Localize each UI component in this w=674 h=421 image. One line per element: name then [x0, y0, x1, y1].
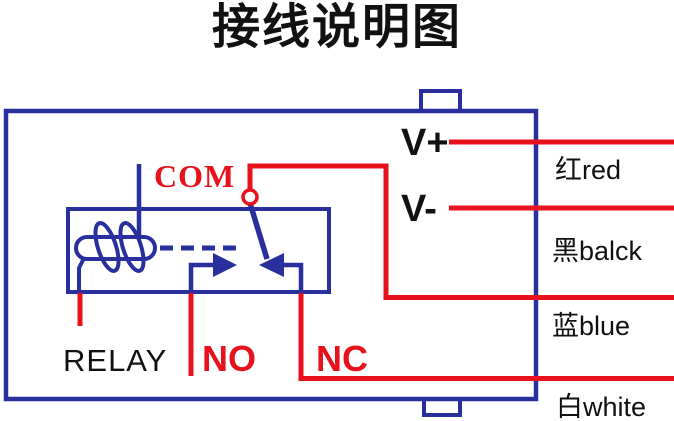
nc-label: NC [316, 338, 368, 379]
nc-contact-arrow-icon [259, 253, 304, 292]
nc-terminal-wire-white [298, 293, 674, 381]
page-title: 接线说明图 [211, 1, 462, 54]
wire-label-red: 红red [555, 155, 622, 185]
wire-label-black: 黑balck [552, 236, 643, 266]
relay-coil-icon [74, 221, 157, 292]
v-plus-label: V+ [401, 122, 449, 164]
wire-label-white: 白white [556, 392, 647, 421]
relay-box [66, 207, 331, 294]
v-minus-label: V- [401, 188, 437, 230]
no-contact-arrow-icon [188, 253, 237, 292]
com-label: COM [154, 158, 236, 194]
com-pivot-circle [241, 188, 259, 206]
no-label: NO [202, 338, 256, 379]
relay-label: RELAY [63, 343, 168, 378]
wire-label-blue: 蓝blue [552, 311, 631, 341]
com-terminal-wire-blue [247, 163, 674, 300]
switch-lever [247, 202, 270, 260]
